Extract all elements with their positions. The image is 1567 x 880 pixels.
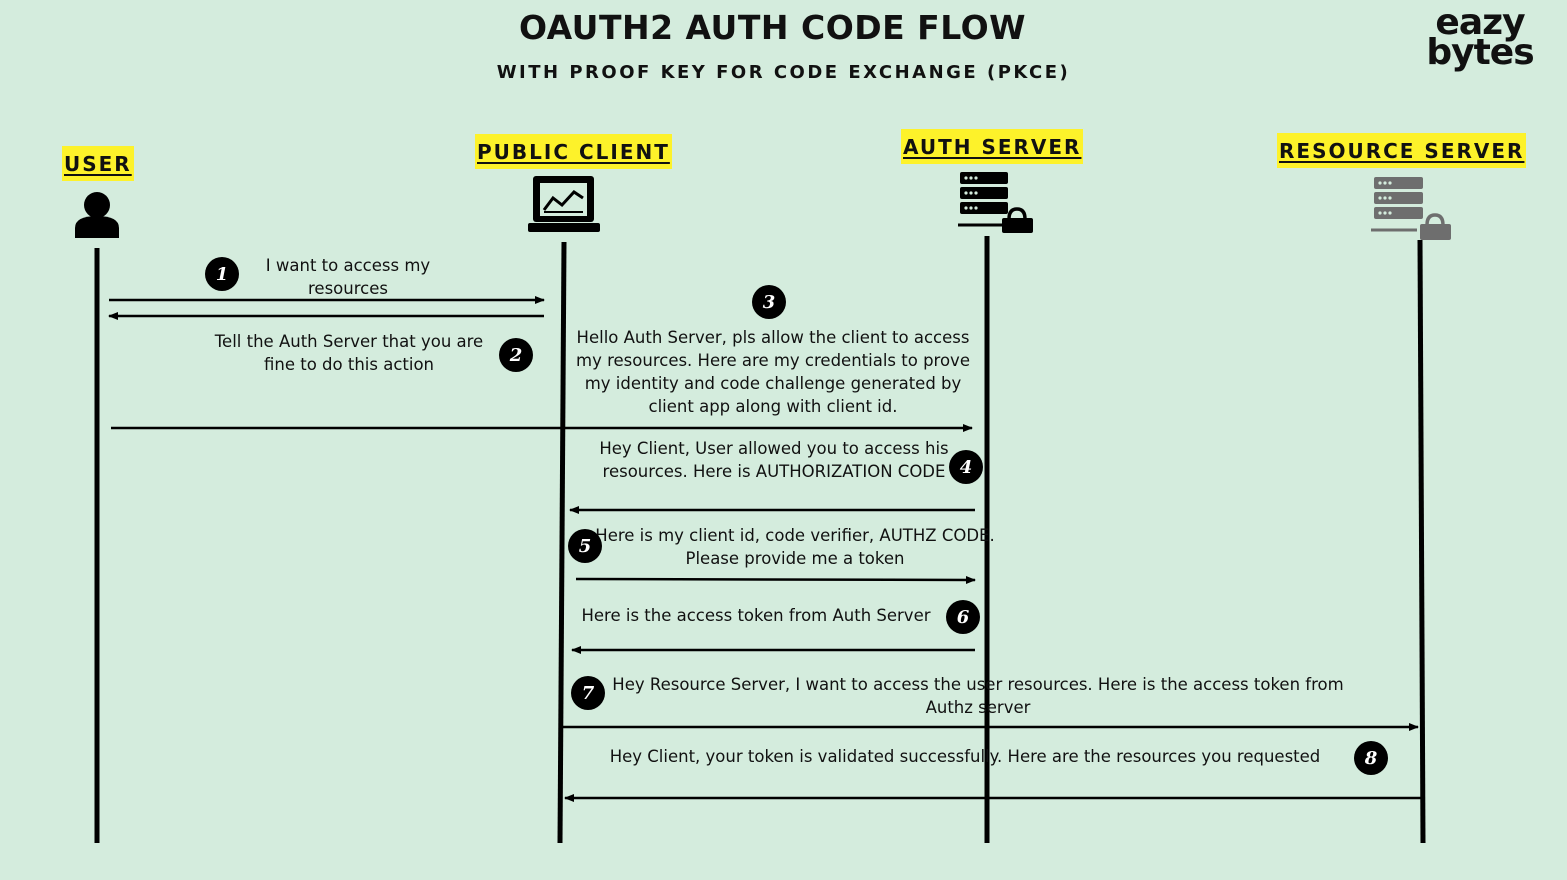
step-3-text: Hello Auth Server, pls allow the client … [576, 328, 970, 416]
server-lock-icon [958, 172, 1033, 233]
step-badge-5: 5 [568, 529, 602, 563]
laptop-chart-icon [528, 176, 600, 232]
lifeline-resource-server [1417, 239, 1426, 844]
step-badge-8: 8 [1354, 741, 1388, 775]
actor-label-auth-server: AUTH SERVER [901, 129, 1084, 164]
step-1-text: I want to access my resources [265, 256, 431, 298]
step-5-text: Here is my client id, code verifier, AUT… [595, 526, 995, 568]
step-4-text: Hey Client, User allowed you to access h… [599, 439, 949, 481]
actor-label-resource-server: RESOURCE SERVER [1277, 133, 1527, 168]
step-badge-4: 4 [949, 450, 983, 484]
logo-line-1: eazy [1435, 2, 1525, 43]
server-lock-icon [1371, 177, 1451, 240]
step-badge-7: 7 [571, 676, 605, 710]
arrow-step-5 [575, 575, 976, 584]
step-2-text: Tell the Auth Server that you are fine t… [214, 332, 484, 374]
user-icon [75, 192, 119, 238]
step-badge-2: 2 [499, 338, 533, 372]
step-badge-1: 1 [205, 257, 239, 291]
step-badge-3: 3 [752, 285, 786, 319]
step-badge-6: 6 [946, 600, 980, 634]
step-8-text: Hey Client, your token is validated succ… [609, 747, 1321, 766]
step-7-text: Hey Resource Server, I want to access th… [612, 675, 1344, 717]
actor-label-user: USER [62, 146, 134, 181]
actor-label-public-client: PUBLIC CLIENT [475, 134, 672, 169]
brand-logo: eazy bytes [1420, 2, 1540, 73]
logo-line-2: bytes [1426, 32, 1534, 73]
page-title: OAUTH2 AUTH CODE FLOW [518, 8, 1027, 47]
step-6-text: Here is the access token from Auth Serve… [581, 606, 931, 625]
lifeline-public-client [557, 241, 567, 844]
page-subtitle: WITH PROOF KEY FOR CODE EXCHANGE (PKCE) [496, 62, 1071, 83]
